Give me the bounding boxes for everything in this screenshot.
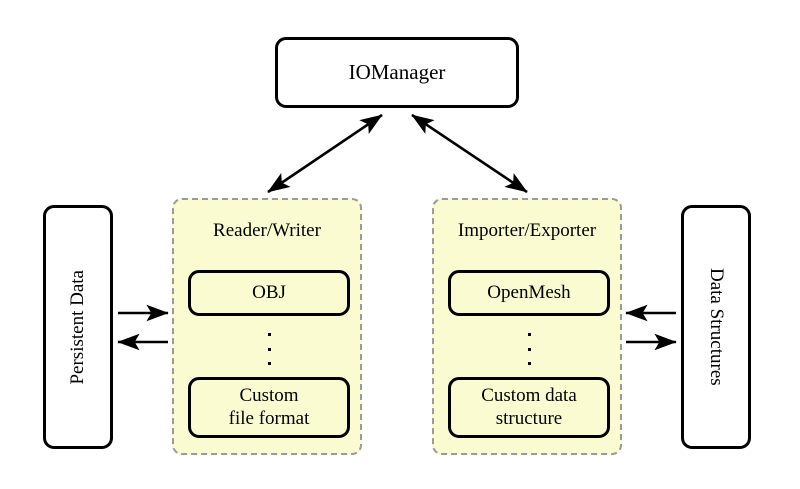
item-custom-data-structure-line2: structure	[495, 407, 563, 429]
item-obj-label: OBJ	[252, 281, 286, 303]
item-openmesh[interactable]: OpenMesh	[448, 270, 610, 316]
group-importer-exporter-title: Importer/Exporter	[457, 220, 597, 241]
item-custom-data-structure-label: Custom data structure	[481, 385, 577, 430]
persistent-data-box[interactable]: Persistent Data	[43, 205, 113, 449]
reader-writer-ellipsis	[262, 333, 276, 365]
item-custom-file-format-line1: Custom	[239, 385, 299, 407]
item-custom-data-structure[interactable]: Custom data structure	[448, 377, 610, 438]
item-custom-file-format-label: Custom file format	[229, 385, 310, 430]
data-structures-box[interactable]: Data Structures	[681, 205, 751, 449]
persistent-data-label: Persistent Data	[66, 269, 88, 385]
group-reader-writer-title: Reader/Writer	[213, 220, 321, 241]
group-importer-exporter: Importer/Exporter OpenMesh Custom data s…	[432, 198, 622, 455]
group-reader-writer: Reader/Writer OBJ Custom file format	[172, 198, 362, 455]
item-openmesh-label: OpenMesh	[487, 281, 571, 303]
data-structures-label: Data Structures	[706, 268, 728, 386]
item-custom-file-format[interactable]: Custom file format	[188, 377, 350, 438]
arrow-manager-importer-exporter	[411, 113, 528, 194]
arrow-manager-reader-writer	[267, 113, 383, 194]
item-obj[interactable]: OBJ	[188, 270, 350, 316]
iomanager-box[interactable]: IOManager	[275, 37, 519, 108]
importer-exporter-ellipsis	[522, 333, 536, 365]
item-custom-file-format-line2: file format	[228, 407, 310, 429]
iomanager-label: IOManager	[348, 60, 446, 85]
item-custom-data-structure-line1: Custom data	[481, 385, 577, 407]
